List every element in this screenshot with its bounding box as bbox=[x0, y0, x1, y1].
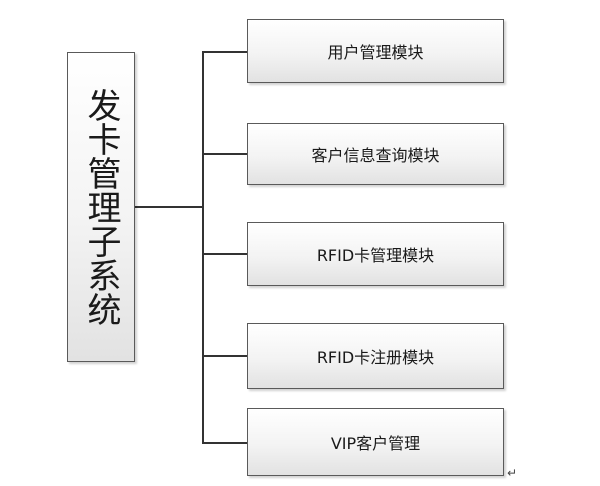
module-node-customer-info-query: 客户信息查询模块 bbox=[247, 123, 504, 185]
module-node-user-management: 用户管理模块 bbox=[247, 19, 504, 83]
module-node-label: 用户管理模块 bbox=[327, 43, 424, 62]
vertical-trunk-line bbox=[202, 51, 204, 443]
branch-line-5 bbox=[202, 442, 247, 444]
module-node-label: VIP客户管理 bbox=[330, 434, 421, 453]
branch-line-1 bbox=[202, 51, 247, 53]
module-node-rfid-card-management: RFID卡管理模块 bbox=[247, 222, 504, 286]
branch-line-2 bbox=[202, 153, 247, 155]
branch-line-3 bbox=[202, 253, 247, 255]
module-node-label: 客户信息查询模块 bbox=[311, 146, 440, 165]
module-node-rfid-card-registration: RFID卡注册模块 bbox=[247, 323, 504, 389]
root-node-label: 发卡管理子系统 bbox=[81, 88, 121, 326]
module-node-label: RFID卡管理模块 bbox=[316, 246, 435, 265]
root-node-card-issuing-subsystem: 发卡管理子系统 bbox=[67, 52, 135, 362]
module-node-vip-customer-management: VIP客户管理 bbox=[247, 408, 504, 476]
branch-line-4 bbox=[202, 355, 247, 357]
module-node-label: RFID卡注册模块 bbox=[316, 348, 435, 367]
root-connector-line bbox=[135, 206, 203, 208]
paragraph-mark-icon: ↵ bbox=[507, 466, 518, 480]
